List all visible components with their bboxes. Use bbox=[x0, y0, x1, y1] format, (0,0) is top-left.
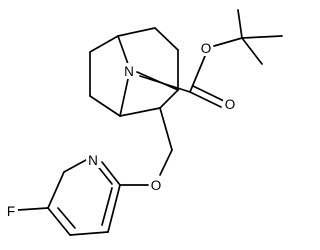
bond-carbonyl-c-o-ester bbox=[189, 55, 206, 93]
bond-tbu-methyl-3 bbox=[241, 37, 263, 65]
bond-c4py-c3py bbox=[69, 231, 109, 236]
bond-c1-c5 bbox=[117, 27, 156, 37]
bond-c2py-n bbox=[101, 161, 121, 186]
atom-n-pyridine: N bbox=[88, 153, 98, 168]
bond-carbonyl-double-2 bbox=[192, 85, 225, 102]
bond-ch2-o bbox=[159, 149, 173, 176]
bond-tbu-methyl-2 bbox=[241, 35, 283, 39]
bond-aromatic-inner-3 bbox=[101, 187, 113, 226]
atom-labels: N O O O N F bbox=[4, 40, 237, 219]
atom-o-carbonyl: O bbox=[225, 97, 236, 112]
bond-c5py-c4py bbox=[47, 207, 71, 236]
structural-formula: N O O O N F bbox=[4, 9, 283, 236]
bond-c1-n bbox=[117, 35, 129, 65]
bond-c3-c4 bbox=[89, 95, 121, 117]
bond-c6py-c5py bbox=[47, 171, 65, 209]
bond-n-carbonyl-c bbox=[139, 75, 191, 93]
atom-f: F bbox=[7, 204, 15, 219]
bond-tbu-methyl-1 bbox=[237, 9, 243, 39]
bond-c3py-c2py bbox=[107, 184, 121, 233]
boc-group-bonds bbox=[139, 9, 283, 108]
ether-linker-bonds bbox=[119, 107, 173, 186]
atom-o-ester: O bbox=[201, 41, 212, 56]
atom-n-bridge: N bbox=[124, 64, 134, 79]
atom-o-ether: O bbox=[151, 178, 162, 193]
fluoropyridine-ring-bonds bbox=[17, 159, 121, 236]
bond-n-c6py bbox=[63, 159, 87, 173]
bond-o-ester-tbu bbox=[213, 37, 243, 47]
bond-c8-c4 bbox=[119, 107, 161, 117]
bond-c5py-f bbox=[17, 207, 49, 211]
bond-c7-c8 bbox=[159, 89, 179, 109]
bond-c8-ch2 bbox=[159, 107, 173, 151]
bond-carbonyl-double-1 bbox=[189, 91, 222, 108]
bond-c1-c2 bbox=[89, 35, 119, 53]
bond-c5-c6 bbox=[154, 27, 179, 51]
bond-aromatic-inner-2 bbox=[57, 207, 76, 229]
bond-n-c4 bbox=[119, 78, 129, 117]
bicyclic-core-bonds bbox=[89, 27, 179, 117]
